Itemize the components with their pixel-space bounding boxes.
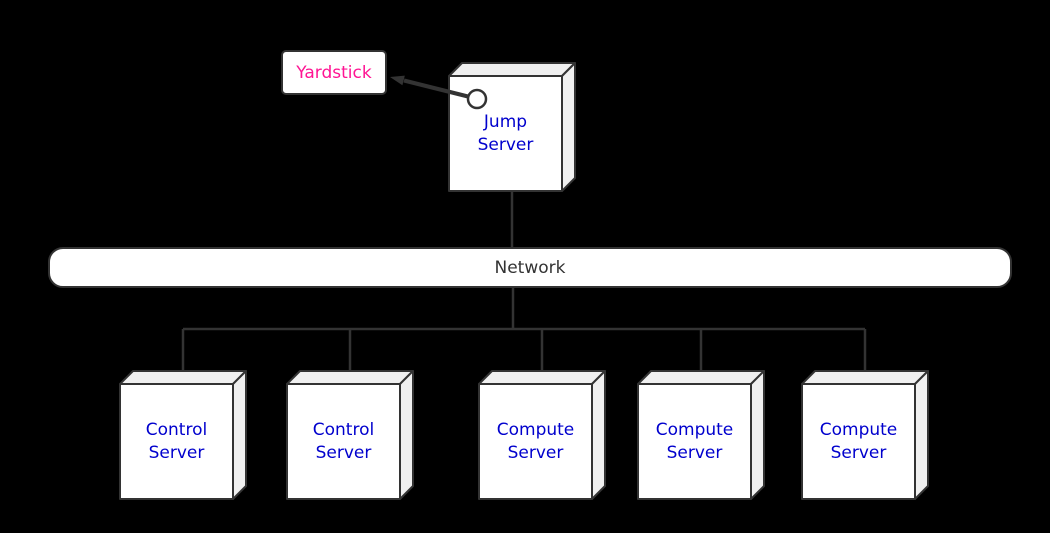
compute-server-1-node: Compute Server bbox=[478, 370, 606, 501]
yardstick-label: Yardstick bbox=[296, 62, 372, 83]
box-front-face bbox=[637, 383, 752, 500]
network-label: Network bbox=[494, 257, 566, 278]
box-front-face bbox=[478, 383, 593, 500]
box-right-face bbox=[591, 370, 606, 500]
control-server-1-node: Control Server bbox=[119, 370, 247, 501]
box-top-face bbox=[637, 370, 765, 385]
jump-server-node: Jump Server bbox=[448, 62, 576, 193]
box-front-face bbox=[801, 383, 916, 500]
box3d-shape bbox=[286, 370, 414, 500]
box-top-face bbox=[119, 370, 247, 385]
box-right-face bbox=[399, 370, 414, 500]
box-right-face bbox=[232, 370, 247, 500]
server-label: Compute Server bbox=[496, 419, 575, 463]
box-right-face bbox=[561, 62, 576, 192]
network-bus-node: Network bbox=[48, 247, 1012, 288]
yardstick-node: Yardstick bbox=[281, 50, 387, 95]
box3d-shape bbox=[119, 370, 247, 500]
arrowhead-icon bbox=[390, 75, 405, 86]
box-right-face bbox=[914, 370, 929, 500]
box-top-face bbox=[478, 370, 606, 385]
server-label: Control Server bbox=[312, 419, 375, 463]
compute-server-3-node: Compute Server bbox=[801, 370, 929, 501]
box-front-face bbox=[286, 383, 401, 500]
box-top-face bbox=[801, 370, 929, 385]
box-top-face bbox=[448, 62, 576, 77]
server-label: Compute Server bbox=[655, 419, 734, 463]
box-front-face bbox=[119, 383, 234, 500]
box-top-face bbox=[286, 370, 414, 385]
box3d-shape bbox=[801, 370, 929, 500]
control-server-2-node: Control Server bbox=[286, 370, 414, 501]
server-label: Compute Server bbox=[819, 419, 898, 463]
server-label: Control Server bbox=[145, 419, 208, 463]
box3d-shape bbox=[637, 370, 765, 500]
jump-server-label: Jump Server bbox=[477, 111, 534, 155]
box3d-shape bbox=[478, 370, 606, 500]
compute-server-2-node: Compute Server bbox=[637, 370, 765, 501]
box-right-face bbox=[750, 370, 765, 500]
